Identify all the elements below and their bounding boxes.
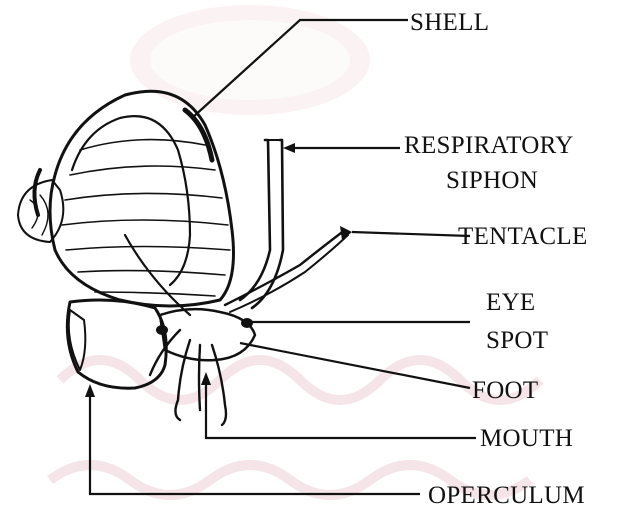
label-shell: SHELL: [410, 9, 489, 36]
label-siphon: SIPHON: [446, 167, 538, 194]
label-mouth: MOUTH: [480, 425, 573, 452]
snail-body: [125, 140, 352, 425]
operculum: [67, 300, 166, 388]
eye-spot-right: [241, 318, 253, 328]
shell: [18, 91, 234, 306]
label-operculum: OPERCULUM: [428, 482, 585, 509]
label-spot: SPOT: [486, 327, 548, 354]
label-respiratory: RESPIRATORY: [404, 132, 574, 159]
label-tentacle: TENTACLE: [458, 223, 588, 250]
watermark: [50, 5, 540, 495]
eye-spot-left: [156, 325, 168, 335]
label-foot: FOOT: [472, 377, 538, 404]
label-eye: EYE: [486, 289, 536, 316]
